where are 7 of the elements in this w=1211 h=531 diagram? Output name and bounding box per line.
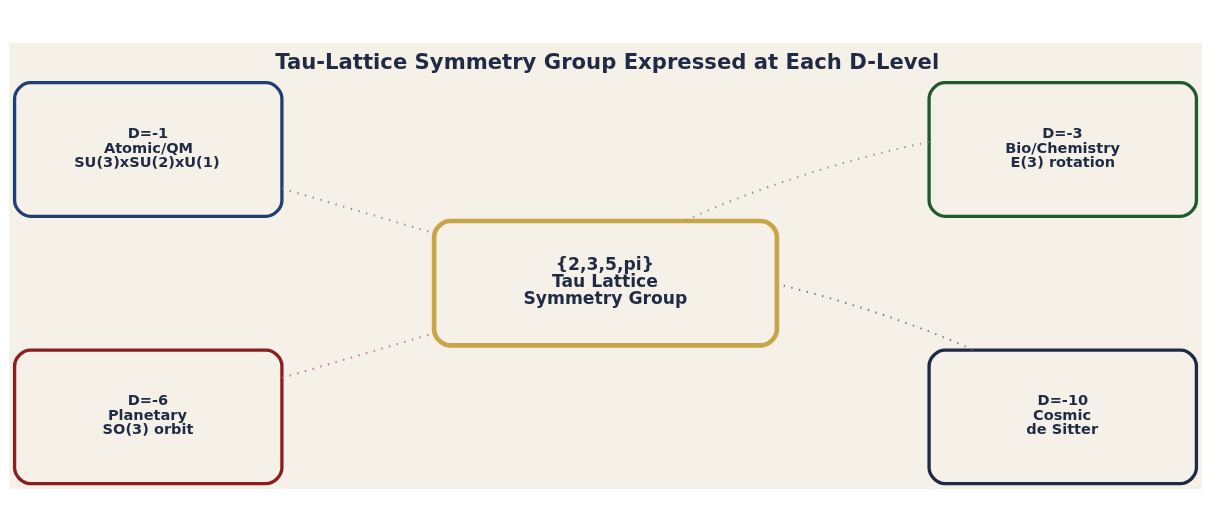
node-box: D=-6 Planetary SO(3) orbit <box>12 347 284 485</box>
node-box: D=-10 Cosmic de Sitter <box>927 347 1199 485</box>
node-box: {2,3,5,pi} Tau Lattice Symmetry Group <box>431 218 780 348</box>
node-box: D=-3 Bio/Chemistry E(3) rotation <box>927 80 1199 218</box>
diagram-title: Tau-Lattice Symmetry Group Expressed at Each D-Level <box>275 48 940 74</box>
node-box: D=-1 Atomic/QM SU(3)xSU(2)xU(1) <box>12 80 284 218</box>
connector <box>683 140 930 222</box>
